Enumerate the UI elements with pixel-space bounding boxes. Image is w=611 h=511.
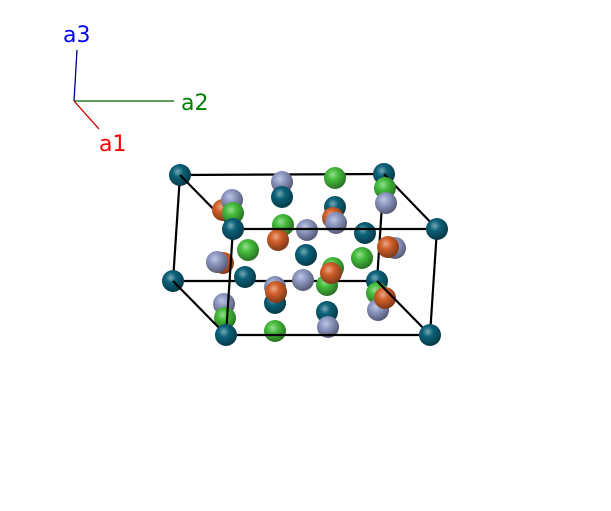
atom-orange: [320, 262, 342, 284]
atom-gray: [206, 251, 228, 273]
atom-teal-corner: [215, 324, 237, 346]
atom-green: [264, 320, 286, 342]
atom-gray: [292, 269, 314, 291]
atom-teal: [295, 244, 317, 266]
atom-orange: [377, 236, 399, 258]
cell-edge: [172, 280, 227, 336]
cell-edge: [428, 228, 439, 336]
a2-label: a2: [181, 91, 209, 116]
atom-green: [222, 202, 244, 224]
atom-teal-corner: [426, 218, 448, 240]
atom-teal: [271, 186, 293, 208]
atom-orange: [374, 287, 396, 309]
cell-edge: [224, 228, 235, 336]
atom-orange: [267, 229, 289, 251]
atom-teal-corner: [222, 218, 244, 240]
atom-gray: [375, 192, 397, 214]
atom-teal: [354, 222, 376, 244]
atom-gray: [317, 316, 339, 338]
atom-orange: [265, 281, 287, 303]
atom-teal-corner: [419, 324, 441, 346]
atom-green: [324, 167, 346, 189]
a1-axis-line: [73, 100, 100, 130]
atom-green: [237, 239, 259, 261]
cell-edge: [376, 280, 431, 336]
atom-gray: [325, 212, 347, 234]
a3-label: a3: [63, 23, 91, 48]
cell-edge: [171, 174, 182, 282]
a1-label: a1: [99, 132, 127, 157]
atom-teal: [234, 266, 256, 288]
atom-green: [214, 307, 236, 329]
a3-axis-line: [73, 49, 78, 102]
atom-green: [351, 247, 373, 269]
